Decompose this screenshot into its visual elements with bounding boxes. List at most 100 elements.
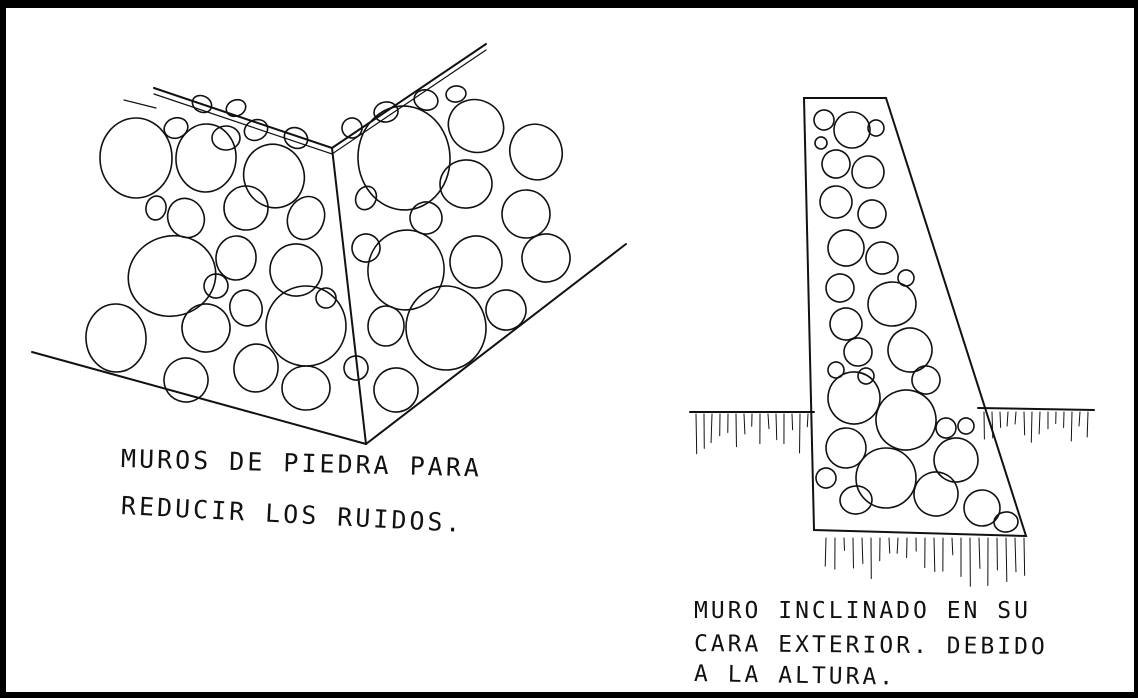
ground-hatch-mark	[896, 537, 899, 554]
stone	[281, 365, 331, 411]
stone	[508, 123, 564, 181]
stone	[225, 98, 247, 118]
ground-hatch-mark	[767, 413, 770, 430]
stone	[865, 241, 899, 275]
stone	[269, 243, 323, 297]
ground-hatch-mark	[1030, 411, 1033, 443]
stone	[963, 489, 1001, 527]
ground-hatch-mark	[1014, 411, 1017, 425]
stone	[897, 269, 915, 287]
stone	[373, 367, 419, 413]
stone	[993, 511, 1019, 533]
stone	[99, 117, 173, 199]
ground-hatch-mark	[999, 411, 1002, 429]
stone	[957, 417, 975, 435]
ground-hatch-mark	[1023, 411, 1026, 436]
stone	[857, 199, 887, 229]
stone	[911, 365, 941, 395]
ground-hatch-mark	[1014, 537, 1017, 573]
stone	[127, 234, 217, 318]
stone	[163, 116, 189, 140]
ground-hatch-mark	[843, 537, 846, 551]
stone	[413, 89, 439, 111]
stone	[367, 305, 405, 347]
ground-hatch-mark	[861, 537, 864, 565]
stone-wall-sketches	[31, 43, 1095, 587]
stone	[243, 118, 269, 142]
ground-hatch-mark	[1023, 537, 1026, 576]
stone	[286, 195, 326, 241]
ground-hatch-mark	[743, 413, 746, 435]
stone	[409, 201, 443, 235]
stone	[351, 233, 381, 263]
ground-hatch-mark	[933, 537, 936, 573]
ground-hatch-mark	[1070, 411, 1073, 442]
stone	[815, 467, 837, 489]
stone	[819, 185, 853, 219]
stone	[163, 357, 209, 403]
stone	[935, 417, 957, 439]
stone	[315, 287, 337, 309]
sketch-sheet: MUROS DE PIEDRA PARA REDUCIR LOS RUIDOS.…	[6, 8, 1134, 692]
inclined-wall-caption-line2: CARA EXTERIOR. DEBIDO	[693, 631, 1048, 661]
ground-hatch-mark	[806, 413, 809, 428]
stone	[203, 273, 229, 299]
stone	[341, 117, 363, 139]
stone	[405, 285, 487, 371]
stone	[501, 189, 551, 239]
stone	[855, 447, 917, 509]
stone	[485, 289, 527, 331]
ground-hatch-mark	[791, 413, 794, 431]
stone	[521, 233, 571, 283]
corner-stone-wall-drawing	[31, 43, 627, 445]
ground-hatch-mark	[1078, 411, 1081, 427]
stone	[821, 149, 851, 179]
stone	[233, 343, 279, 393]
stone	[867, 281, 917, 327]
stone	[166, 197, 206, 239]
ground-hatch-mark	[1086, 411, 1089, 438]
stone	[343, 355, 369, 381]
stone	[439, 159, 493, 209]
stone	[833, 111, 871, 149]
ground-hatch-mark	[695, 413, 698, 455]
stone	[229, 289, 263, 327]
ground-hatch	[695, 411, 1089, 587]
stone	[211, 125, 241, 151]
stone	[242, 143, 306, 209]
stone	[215, 235, 257, 281]
stone	[447, 98, 505, 154]
stone	[354, 185, 378, 211]
ground-hatch-mark	[1006, 411, 1009, 427]
stone	[913, 471, 959, 517]
stone	[191, 94, 213, 114]
stone	[813, 109, 835, 131]
ground-hatch-mark	[775, 413, 778, 441]
inclined-wall-stones	[813, 109, 1019, 533]
stone	[175, 123, 237, 193]
inclined-wall-caption-line1: MURO INCLINADO EN SU	[694, 598, 1031, 624]
stone	[373, 101, 399, 123]
stone	[265, 285, 347, 367]
stone	[843, 337, 873, 367]
stone	[933, 437, 979, 483]
stone	[145, 195, 167, 221]
stone	[825, 273, 855, 303]
stone	[887, 327, 933, 373]
stone	[283, 126, 309, 150]
inclined-wall-caption-line3: A LA ALTURA.	[693, 661, 897, 691]
stone	[223, 185, 269, 231]
stone	[85, 303, 147, 373]
ground-hatch-mark	[824, 537, 827, 567]
stone	[825, 427, 867, 469]
ground-hatch-mark	[888, 537, 891, 554]
stone	[867, 119, 885, 137]
stone	[839, 485, 873, 515]
inclined-stone-wall-drawing	[689, 97, 1095, 587]
stone	[857, 367, 875, 385]
stone	[357, 105, 451, 211]
stone	[827, 229, 865, 267]
ground-hatch-mark	[978, 537, 981, 569]
corner-wall-stones	[85, 85, 571, 413]
stone	[875, 389, 937, 451]
